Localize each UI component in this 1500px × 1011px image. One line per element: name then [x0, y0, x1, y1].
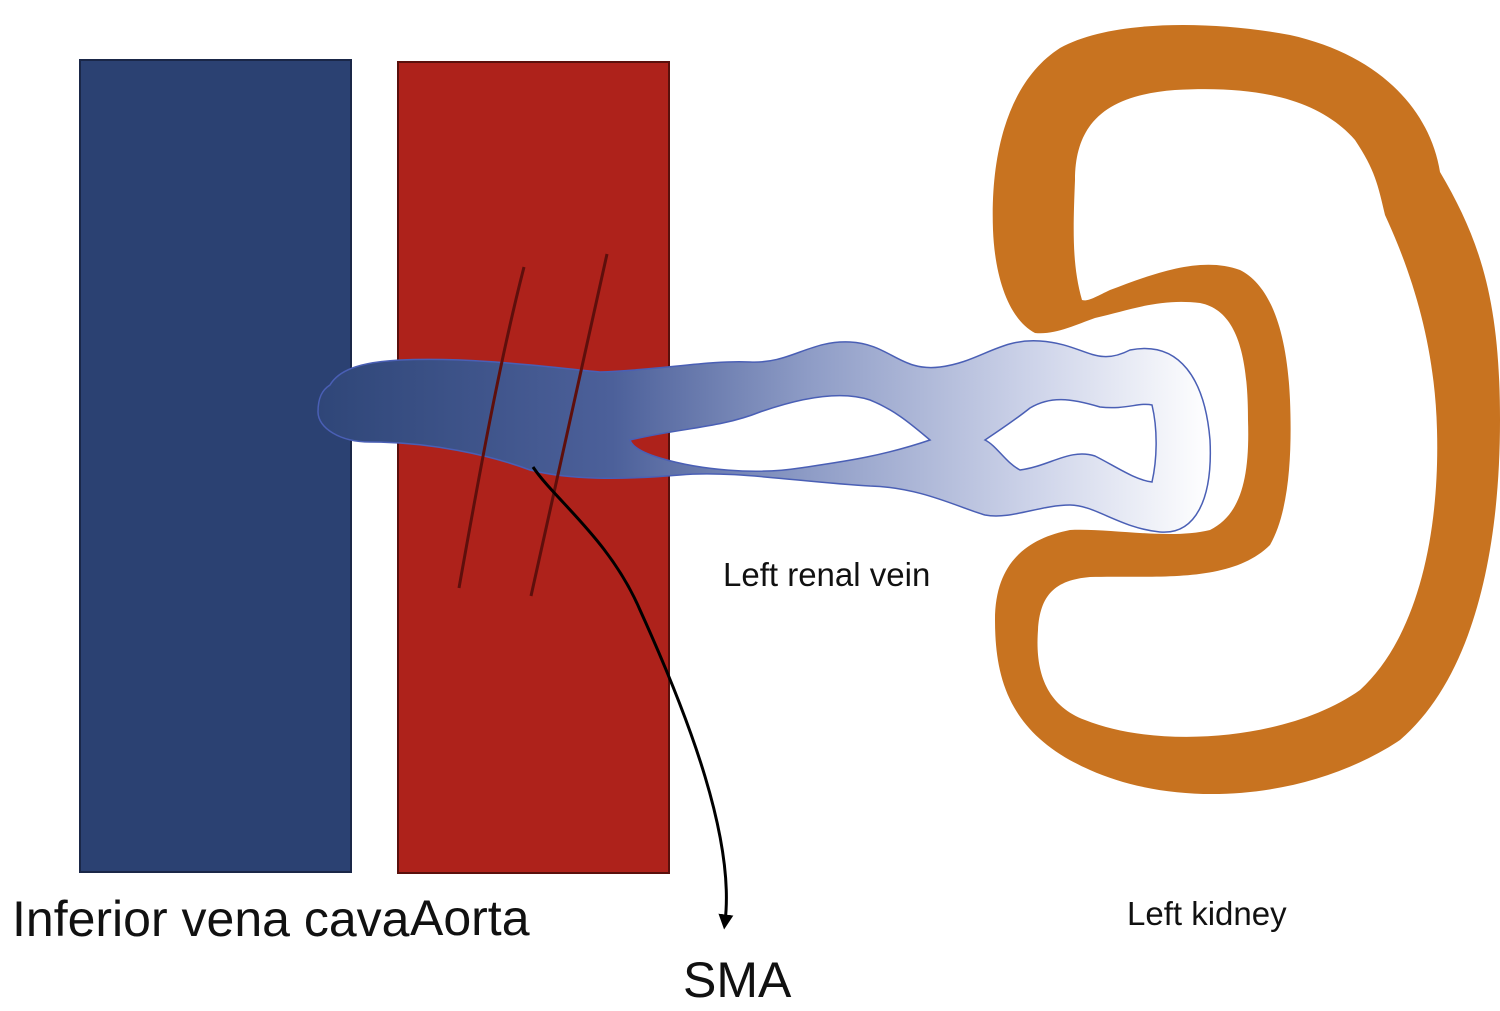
label-inferior-vena-cava: Inferior vena cava	[12, 891, 410, 947]
left-kidney	[992, 25, 1500, 794]
sma-stroke-right	[529, 253, 609, 597]
ivc-rect	[79, 59, 352, 873]
sma-stroke-left	[457, 266, 526, 589]
label-aorta: Aorta	[410, 890, 530, 946]
label-left-kidney: Left kidney	[1127, 895, 1287, 932]
label-sma: SMA	[683, 952, 792, 1008]
sma-arrow	[531, 466, 734, 930]
left-renal-vein	[317, 340, 1212, 533]
label-left-renal-vein: Left renal vein	[723, 556, 931, 593]
